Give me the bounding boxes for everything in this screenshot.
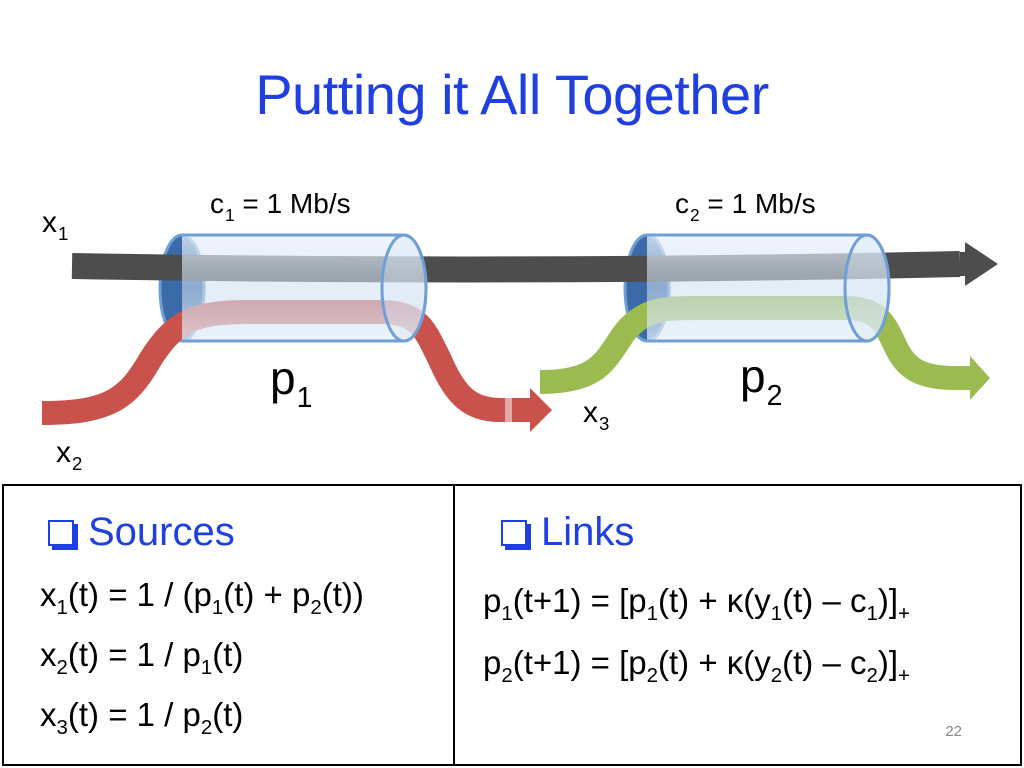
links-equations: p1(t+1) = [p1(t) + κ(y1(t) – c1)]+ p2(t+…	[483, 584, 910, 708]
flow-x3-label: x3	[583, 396, 610, 435]
link-p1-price-label: p1	[270, 352, 313, 414]
flow-x3-arrowhead	[955, 356, 990, 400]
link-p2-front-end	[843, 233, 891, 343]
link-equation-p1: p1(t+1) = [p1(t) + κ(y1(t) – c1)]+	[483, 582, 910, 626]
flow-x2-label: x2	[56, 436, 83, 475]
links-heading: Links	[501, 510, 634, 555]
link-p1-front-end	[380, 233, 428, 343]
source-equation-x1: x1(t) = 1 / (p1(t) + p2(t))	[40, 576, 364, 620]
checkbox-bullet-icon	[501, 519, 527, 546]
sources-panel: Sources x1(t) = 1 / (p1(t) + p2(t)) x2(t…	[4, 486, 455, 764]
flow-x2-arrowhead	[500, 388, 552, 432]
flow-x1-arrowhead	[960, 242, 998, 286]
link-c2-capacity-label: c2 = 1 Mb/s	[675, 188, 816, 225]
checkbox-bullet-icon	[48, 519, 74, 546]
network-diagram	[41, 233, 998, 432]
link-equation-p2: p2(t+1) = [p2(t) + κ(y2(t) – c2)]+	[483, 644, 910, 688]
link-c1-capacity-label: c1 = 1 Mb/s	[210, 188, 351, 225]
links-panel: Links p1(t+1) = [p1(t) + κ(y1(t) – c1)]+…	[455, 486, 1020, 764]
sources-heading: Sources	[48, 510, 235, 555]
page-number: 22	[945, 723, 962, 740]
source-equation-x3: x3(t) = 1 / p2(t)	[40, 696, 244, 740]
flow-x2-arrowhead-stripe	[505, 398, 512, 422]
flow-x1-label: x1	[42, 206, 69, 245]
equations-table: Sources x1(t) = 1 / (p1(t) + p2(t)) x2(t…	[2, 484, 1022, 766]
sources-equations: x1(t) = 1 / (p1(t) + p2(t)) x2(t) = 1 / …	[40, 578, 364, 758]
link-p2-price-label: p2	[740, 350, 783, 412]
slide-title: Putting it All Together	[255, 63, 769, 126]
source-equation-x2: x2(t) = 1 / p1(t)	[40, 636, 244, 680]
